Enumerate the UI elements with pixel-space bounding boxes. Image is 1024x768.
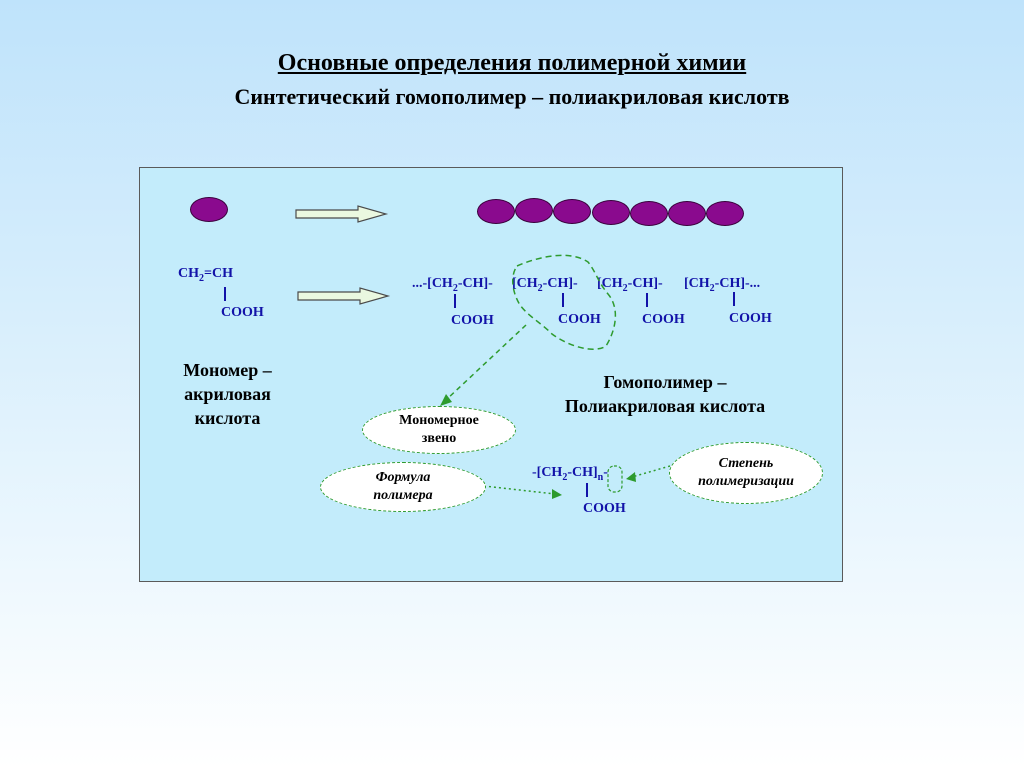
segment-sub: 2: [537, 282, 543, 294]
callout-degree: Степень полимеризации: [669, 442, 823, 504]
arrowhead-icon: [626, 472, 636, 482]
polymer-bead: [668, 201, 706, 226]
monomer-label-line: Мономер –: [183, 360, 272, 380]
chain-segment: [CH2-CH]-...: [684, 276, 760, 294]
callout-line: полимеризации: [698, 474, 794, 489]
formula-cooh: COOH: [583, 501, 626, 516]
monomer-bead: [190, 197, 228, 222]
chain-segment: ...-[CH2-CH]-: [412, 276, 493, 294]
formula-sub: 2: [562, 471, 568, 483]
polymer-bead: [477, 199, 515, 224]
formula-pre: -[CH: [532, 465, 563, 480]
diagram-panel: [139, 167, 843, 582]
segment-post: -CH]-: [627, 276, 663, 291]
segment-post: -CH]-...: [714, 276, 761, 291]
polymer-label: Гомополимер – Полиакриловая кислота: [530, 370, 800, 418]
chain-bond: [454, 294, 456, 308]
arrowhead-icon: [440, 394, 452, 406]
monomer-label-line: кислота: [194, 408, 261, 428]
formula-post: -CH]: [567, 465, 598, 480]
chain-cooh: COOH: [729, 311, 772, 326]
monomer-cooh: COOH: [221, 305, 264, 320]
callout-polymer-formula: Формула полимера: [320, 462, 486, 512]
segment-sub: 2: [622, 282, 628, 294]
degree-connector: [631, 465, 671, 478]
chain-bond: [562, 293, 564, 307]
monomer-formula-tail: =CH: [204, 266, 233, 281]
chain-cooh: COOH: [558, 312, 601, 327]
chain-bond: [646, 293, 648, 307]
chain-cooh: COOH: [642, 312, 685, 327]
page-subtitle: Синтетический гомополимер – полиакрилова…: [234, 84, 790, 109]
segment-pre: [CH: [512, 276, 538, 291]
segment-sub: 2: [452, 282, 458, 294]
callout-monomer-unit: Мономерное звено: [362, 406, 516, 454]
formula-connector: [483, 485, 556, 495]
polymer-bead: [592, 200, 630, 225]
unit-connector: [445, 324, 527, 401]
callout-line: Мономерное: [399, 413, 479, 428]
monomer-formula-sub: 2: [199, 272, 204, 284]
segment-pre: ...-[CH: [412, 276, 453, 291]
segment-post: -CH]-: [457, 276, 493, 291]
segment-post: -CH]-: [542, 276, 578, 291]
monomer-bond: [224, 287, 226, 301]
polymer-label-line: Гомополимер –: [603, 372, 727, 392]
segment-pre: [CH: [684, 276, 710, 291]
callout-line: полимера: [373, 488, 433, 503]
monomer-label: Мономер – акриловая кислота: [160, 358, 295, 430]
chain-segment: [CH2-CH]-: [512, 276, 578, 294]
index-highlight: [607, 465, 623, 493]
arrow-right-icon: [297, 287, 391, 305]
monomer-formula: CH2=CH: [178, 266, 233, 284]
callout-line: Формула: [375, 470, 431, 485]
formula-index: n: [597, 471, 604, 483]
polymer-bead: [630, 201, 668, 226]
polymer-bead: [553, 199, 591, 224]
monomer-unit-outline: [512, 254, 617, 350]
polymer-general-formula: -[CH2-CH]n-: [532, 465, 608, 483]
formula-tail: -: [603, 465, 608, 480]
page-title: Основные определения полимерной химии: [277, 50, 747, 76]
formula-bond: [586, 483, 588, 497]
polymer-label-line: Полиакриловая кислота: [564, 396, 766, 416]
polymer-bead: [706, 201, 744, 226]
monomer-formula-ch: CH: [178, 266, 199, 281]
polymer-bead: [515, 198, 553, 223]
monomer-label-line: акриловая: [184, 384, 271, 404]
chain-cooh: COOH: [451, 313, 494, 328]
arrow-right-icon: [295, 205, 389, 223]
segment-sub: 2: [709, 282, 715, 294]
callout-line: Степень: [718, 456, 774, 471]
callout-line: звено: [421, 431, 457, 446]
arrowhead-icon: [552, 489, 562, 499]
chain-bond: [733, 292, 735, 306]
